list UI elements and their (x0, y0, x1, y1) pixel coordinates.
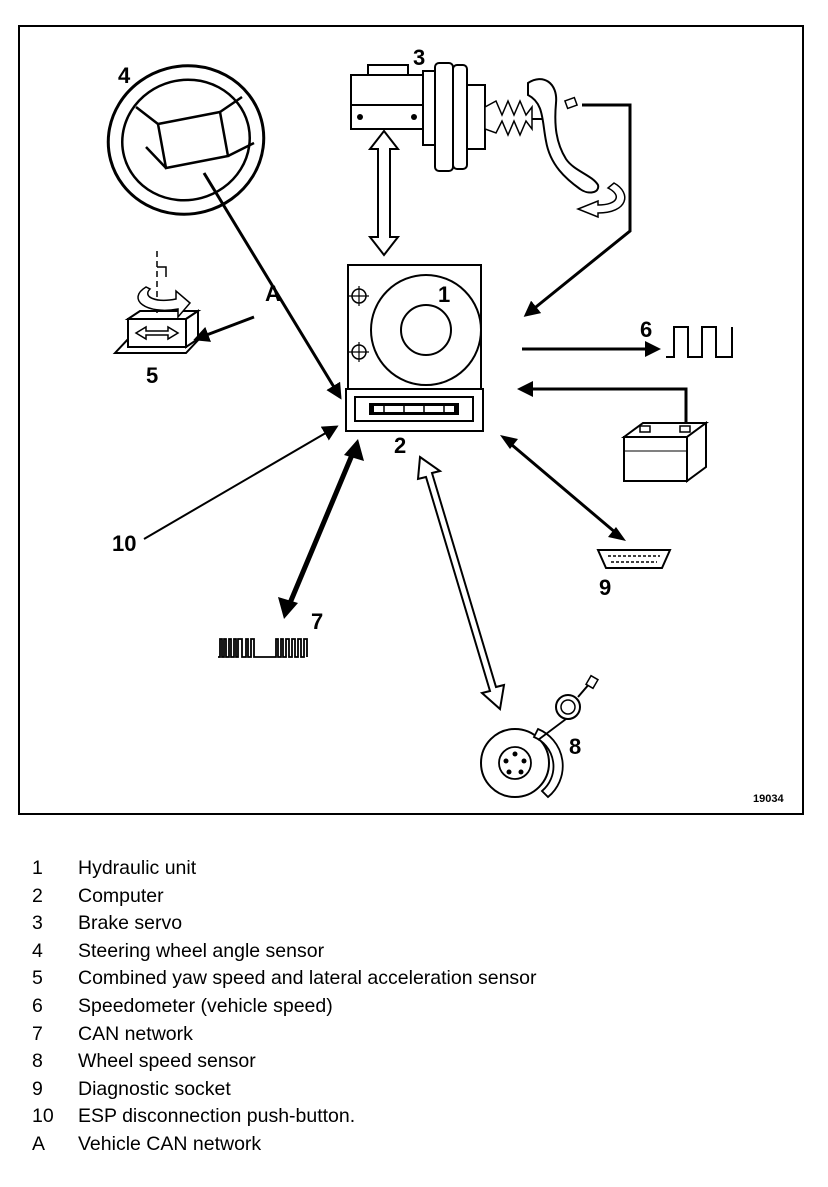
legend-item: 10 ESP disconnection push-button. (32, 1103, 792, 1131)
legend-item: 8 Wheel speed sensor (32, 1048, 792, 1076)
legend-key: 8 (32, 1050, 43, 1073)
legend-text: Hydraulic unit (78, 857, 197, 879)
legend-text: Speedometer (vehicle speed) (78, 994, 333, 1017)
legend-key: 7 (32, 1022, 43, 1045)
callout-5: 5 (146, 363, 158, 388)
legend-text: Computer (78, 884, 164, 907)
legend-key: 5 (32, 967, 43, 990)
callout-8: 8 (569, 734, 581, 759)
legend-item: 7 CAN network (32, 1021, 792, 1049)
legend-item: 6 Speedometer (vehicle speed) (32, 993, 792, 1021)
legend-text: Wheel speed sensor (78, 1050, 256, 1073)
legend-key: 1 (32, 857, 43, 879)
wheel-speed-sensor (480, 674, 599, 799)
legend-key: 9 (32, 1077, 43, 1100)
callout-10: 10 (112, 531, 136, 556)
legend-item: 2 Computer (32, 883, 792, 911)
battery-feed-arrow (517, 381, 688, 423)
legend-item: 1 Hydraulic unit (32, 855, 792, 883)
can-signal-waveform (218, 638, 308, 658)
can-network-arrow (278, 439, 364, 619)
figure-reference: 19034 (753, 793, 784, 805)
figure-frame (18, 25, 804, 815)
callout-3: 3 (413, 45, 425, 70)
legend-key: 2 (32, 884, 43, 907)
legend-key: 4 (32, 939, 43, 962)
legend-text: Diagnostic socket (78, 1077, 231, 1100)
esp-button-link (143, 425, 339, 540)
legend-text: Vehicle CAN network (78, 1132, 262, 1155)
yaw-sensor-link (193, 315, 255, 342)
hydraulic-unit (347, 264, 482, 396)
legend-item: 5 Combined yaw speed and lateral accelera… (32, 965, 792, 993)
callout-1: 1 (438, 282, 450, 307)
battery (620, 421, 710, 483)
speed-signal-waveform (666, 326, 733, 358)
callout-7: 7 (311, 609, 323, 634)
wheel-sensor-link-arrow (416, 455, 506, 711)
steering-wheel (106, 64, 266, 216)
legend-text: Brake servo (78, 912, 183, 935)
legend-key: 10 (32, 1105, 54, 1128)
callout-9: 9 (599, 575, 611, 600)
callout-4: 4 (118, 63, 131, 88)
legend-item: A Vehicle CAN network (32, 1131, 792, 1159)
callout-a: A (265, 281, 281, 306)
legend-text: Combined yaw speed and lateral accelerat… (78, 967, 537, 990)
pedal-switch-wire (523, 103, 632, 317)
brake-servo (350, 62, 626, 219)
legend: 1 Hydraulic unit 2 Computer 3 Brake servo 4… (32, 855, 792, 1159)
diagnostic-socket (596, 549, 672, 569)
legend-key: 6 (32, 994, 43, 1017)
legend-item: 3 Brake servo (32, 910, 792, 938)
steering-sensor-link (202, 172, 342, 400)
legend-key: A (32, 1132, 46, 1155)
legend-text: Steering wheel angle sensor (78, 939, 325, 962)
diagnostic-link-arrow (500, 435, 626, 541)
legend-key: 3 (32, 912, 43, 935)
callout-2: 2 (394, 433, 406, 458)
legend-item: 4 Steering wheel angle sensor (32, 938, 792, 966)
legend-item: 9 Diagnostic socket (32, 1076, 792, 1104)
computer (345, 388, 484, 432)
esp-system-diagram: 1 2 3 4 5 6 7 8 9 10 A 19034 (18, 25, 804, 815)
servo-link-arrow (367, 129, 401, 257)
legend-text: ESP disconnection push-button. (78, 1105, 356, 1128)
yaw-rate-sensor (112, 251, 204, 354)
callout-6: 6 (640, 317, 652, 342)
legend-text: CAN network (78, 1022, 193, 1045)
